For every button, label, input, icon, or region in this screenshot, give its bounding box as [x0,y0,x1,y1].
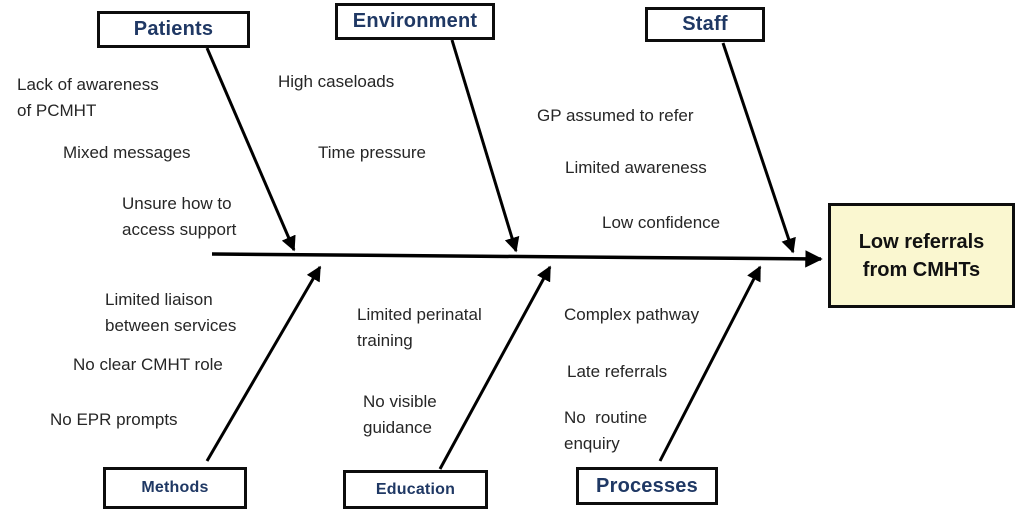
effect-label: Low referrals from CMHTs [858,230,985,281]
category-label-staff: Staff [682,13,728,35]
category-box-methods: Methods [103,467,247,509]
spine-arrow [211,250,823,268]
effect-box: Low referrals from CMHTs [828,203,1015,308]
cause-unsure-how-to-access-support: Unsure how to access support [122,194,237,239]
category-box-environment: Environment [335,3,495,40]
education-branch-arrow [438,265,552,470]
category-box-patients: Patients [97,11,250,48]
category-box-processes: Processes [576,467,718,505]
cause-mixed-messages: Mixed messages [63,143,191,162]
category-label-methods: Methods [141,479,209,496]
cause-no-routine-enquiry: No routine enquiry [564,408,648,453]
cause-high-caseloads: High caseloads [278,72,395,91]
cause-limited-perinatal-training: Limited perinatal training [357,305,482,350]
cause-no-epr-prompts: No EPR prompts [50,410,178,429]
cause-low-confidence: Low confidence [602,213,721,232]
category-box-staff: Staff [645,7,765,42]
cause-time-pressure: Time pressure [318,143,427,162]
category-label-processes: Processes [596,474,698,497]
cause-no-clear-cmht-role: No clear CMHT role [73,355,223,374]
methods-branch-arrow [205,265,322,462]
category-label-patients: Patients [133,18,214,40]
cause-lack-of-awareness-of-pcmht: Lack of awareness of PCMHT [17,75,159,120]
cause-limited-awareness: Limited awareness [565,158,707,177]
cause-limited-liaison-between-services: Limited liaison between services [105,290,237,335]
category-box-education: Education [343,470,488,509]
environment-branch-arrow [450,39,520,253]
processes-branch-arrow [658,265,762,462]
cause-late-referrals: Late referrals [567,362,668,381]
category-label-environment: Environment [352,10,478,32]
cause-complex-pathway: Complex pathway [564,305,700,324]
cause-no-visible-guidance: No visible guidance [363,392,437,437]
staff-branch-arrow [721,42,796,254]
category-label-education: Education [375,480,456,498]
patients-branch-arrow [205,47,296,252]
cause-gp-assumed-to-refer: GP assumed to refer [537,106,694,125]
